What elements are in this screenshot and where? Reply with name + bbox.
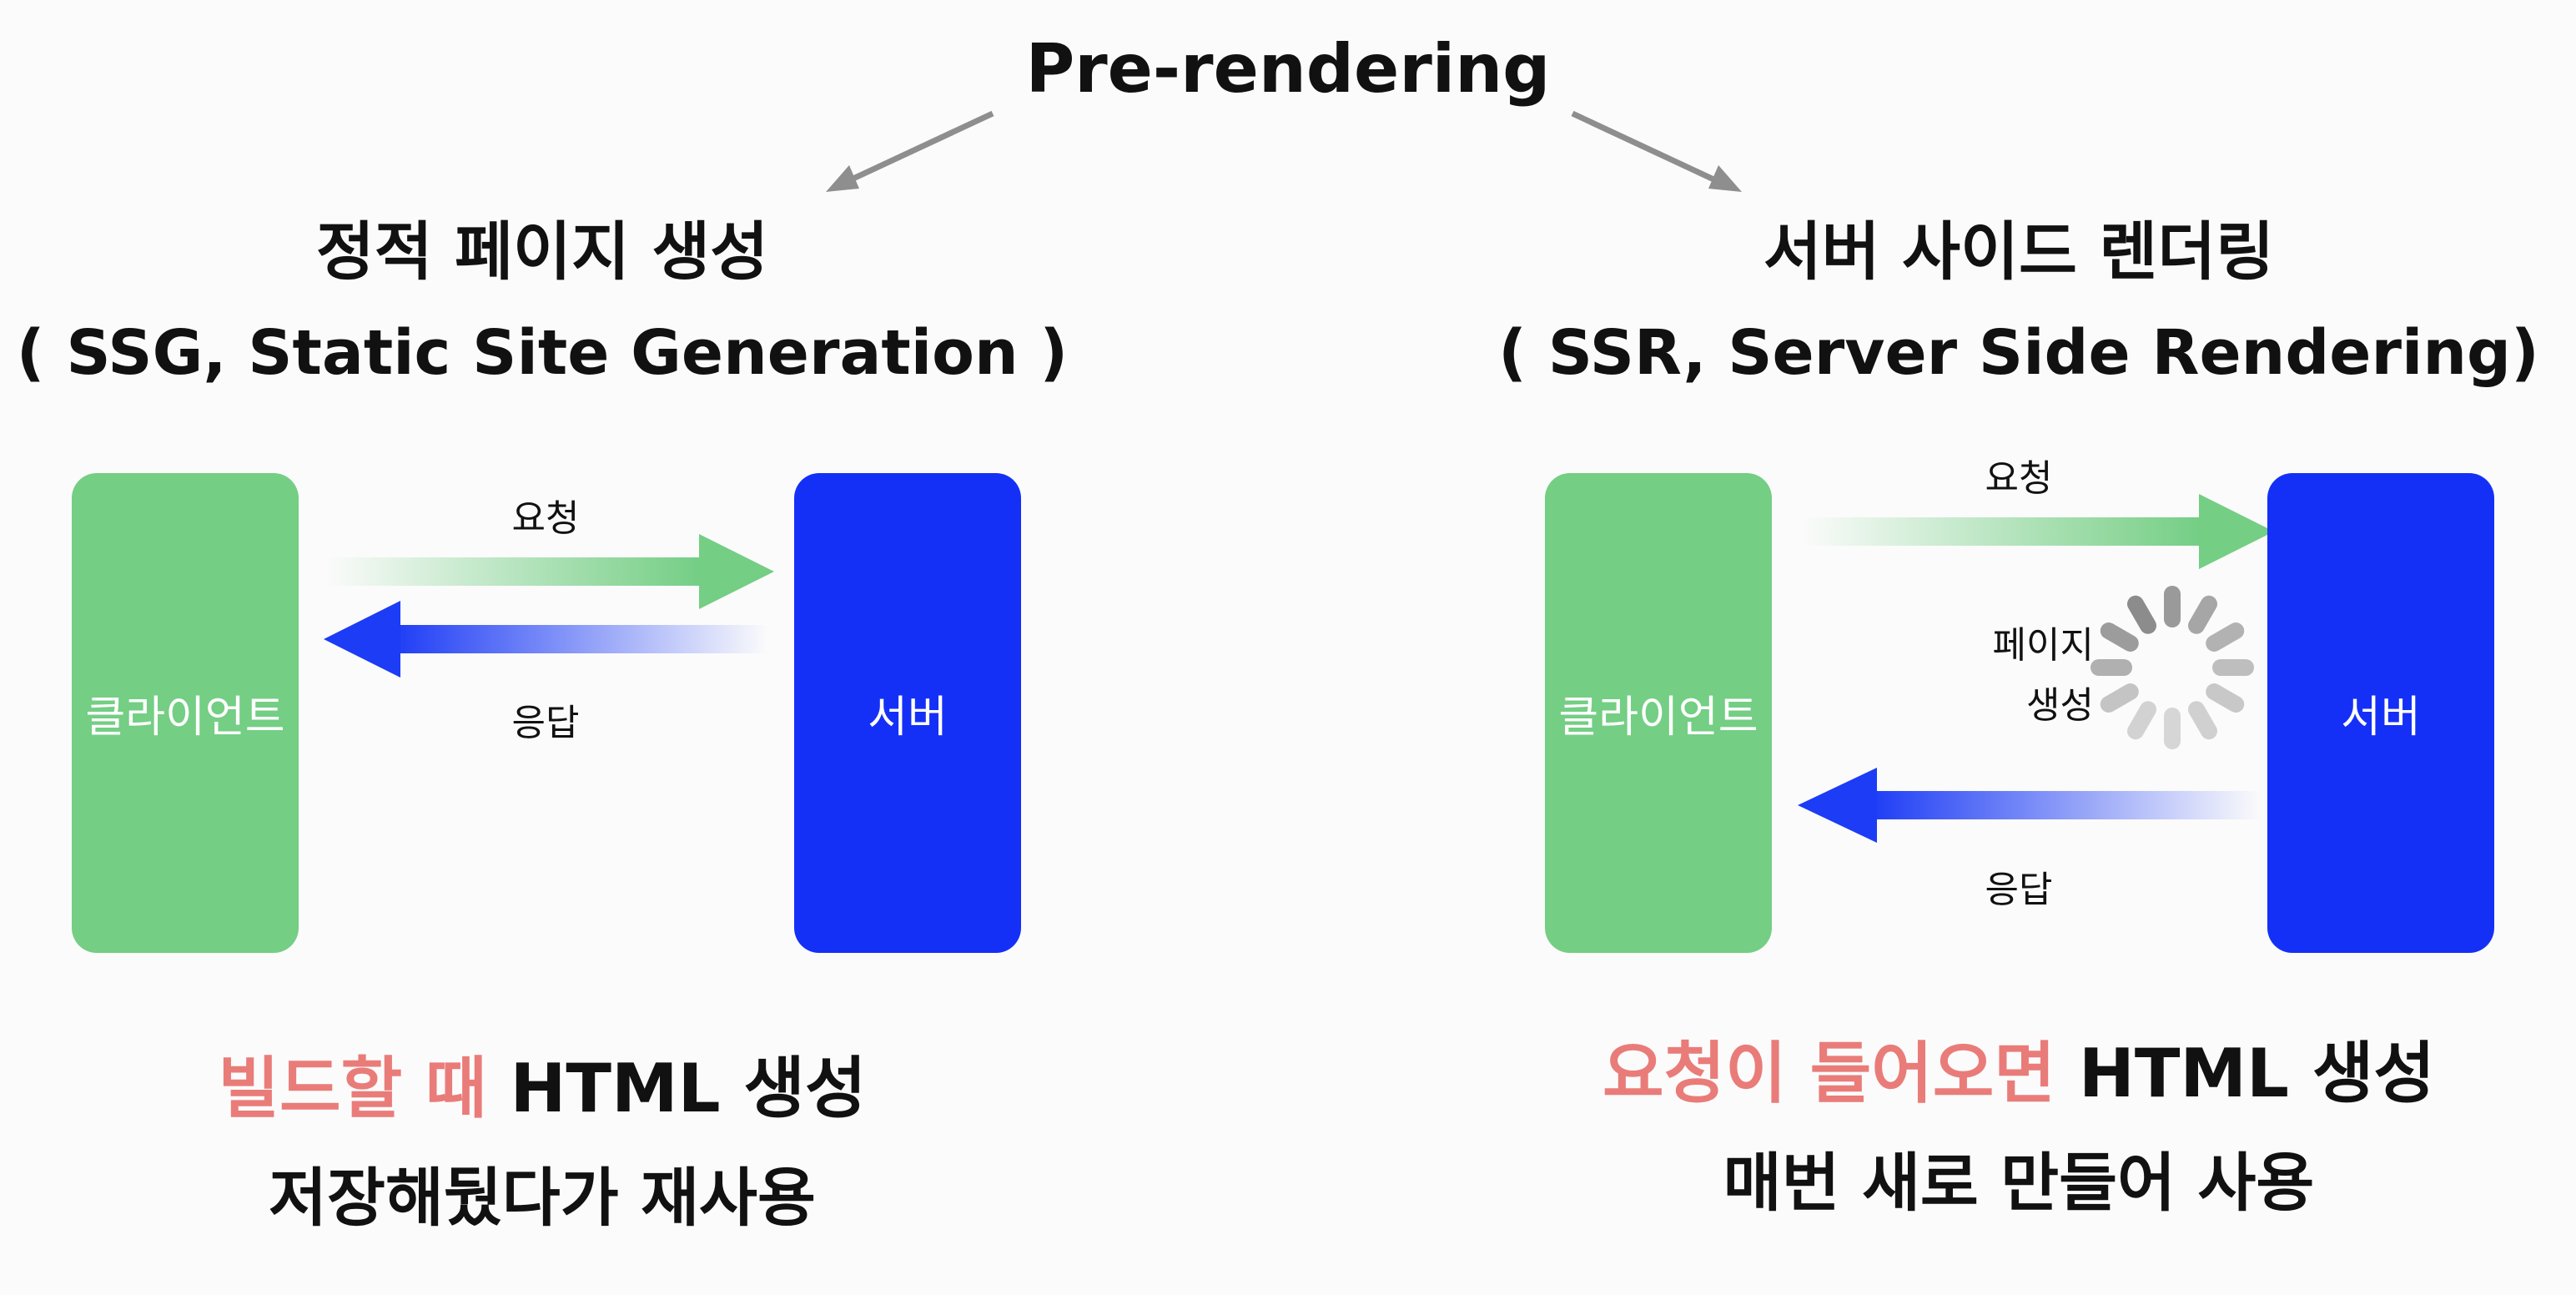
ssr-caption-rest: HTML 생성: [2078, 1035, 2436, 1112]
ssg-client-label: 클라이언트: [85, 693, 285, 743]
ssr-server-box: 서버: [2267, 473, 2494, 953]
loading-spinner-icon: [2090, 586, 2254, 749]
ssr-caption-accent: 요청이 들어오면: [1602, 1035, 2056, 1112]
page-title: Pre-rendering: [1025, 30, 1551, 108]
ssg-server-box: 서버: [794, 473, 1021, 953]
ssr-generating-label-2: 생성: [2026, 684, 2094, 727]
ssg-caption-accent: 빌드할 때: [218, 1050, 487, 1127]
ssg-heading: 정적 페이지 생성: [315, 214, 769, 289]
ssg-response-label: 응답: [511, 702, 580, 744]
ssg-client-box: 클라이언트: [72, 473, 299, 953]
ssg-response-arrow: [324, 601, 767, 678]
ssr-server-label: 서버: [2341, 693, 2421, 743]
ssg-server-label: 서버: [868, 693, 948, 743]
ssg-request-label: 요청: [511, 497, 580, 540]
ssr-client-box: 클라이언트: [1545, 473, 1772, 953]
ssr-generating-label: 페이지 생성: [1952, 616, 2094, 736]
ssr-request-label: 요청: [1985, 457, 2053, 500]
ssr-caption-line1: 요청이 들어오면 HTML 생성: [1560, 1020, 2478, 1116]
ssr-response-arrow: [1798, 768, 2261, 843]
ssg-request-arrow: [325, 534, 774, 609]
ssr-subheading: ( SSR, Server Side Rendering): [1498, 317, 2539, 389]
title-arrow-right: [1571, 110, 1742, 192]
ssr-heading: 서버 사이드 렌더링: [1763, 214, 2275, 289]
title-arrow-left: [826, 110, 994, 192]
ssg-caption-line1: 빌드할 때 HTML 생성: [83, 1035, 1001, 1131]
ssr-generating-label-1: 페이지: [1992, 624, 2094, 667]
ssr-caption-line2: 매번 새로 만들어 사용: [1723, 1146, 2315, 1220]
ssg-caption-line2: 저장해뒀다가 재사용: [269, 1161, 816, 1235]
ssr-client-label: 클라이언트: [1558, 693, 1758, 743]
ssr-response-label: 응답: [1985, 869, 2053, 911]
ssr-request-arrow: [1802, 494, 2274, 569]
ssg-caption-rest: HTML 생성: [510, 1050, 867, 1127]
ssg-subheading: ( SSG, Static Site Generation ): [16, 317, 1069, 389]
